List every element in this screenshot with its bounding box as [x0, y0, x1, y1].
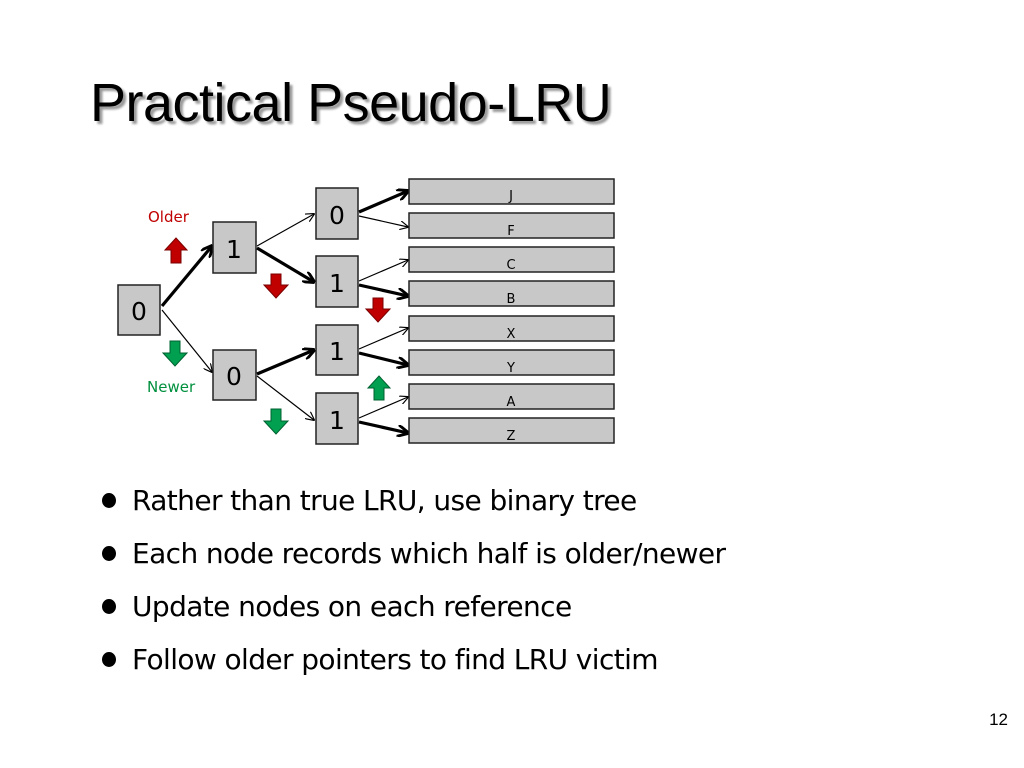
tree-node-level2-b: 1 — [315, 255, 359, 308]
edge-to-line-x — [358, 328, 408, 350]
tree-node-level1-lower-value: 0 — [226, 362, 242, 391]
cache-line-b: B — [408, 280, 615, 307]
edge-to-line-z — [358, 420, 408, 433]
cache-line-a: A — [408, 383, 615, 410]
edge-root-to-lower — [161, 309, 212, 372]
tree-node-level1-upper: 1 — [212, 221, 257, 274]
edge-l1b-to-l2c — [256, 350, 314, 376]
bullet-text: Follow older pointers to find LRU victim — [132, 643, 659, 676]
tree-node-root-value: 0 — [131, 297, 147, 326]
tree-node-root: 0 — [117, 284, 161, 336]
bullet-dot-icon — [102, 599, 116, 614]
tree-node-level1-lower: 0 — [212, 349, 257, 401]
bullet-item: Each node records which half is older/ne… — [98, 527, 726, 580]
edge-l1b-to-l2d — [256, 375, 314, 420]
page-number: 12 — [989, 710, 1008, 729]
tree-node-level2-c: 1 — [315, 324, 359, 376]
slide-title: Practical Pseudo-LRU — [90, 73, 612, 133]
cache-line-c-label: C — [506, 258, 515, 273]
cache-line-x: X — [408, 315, 615, 342]
newer-down-arrow-icon — [262, 408, 290, 435]
bullet-dot-icon — [102, 652, 116, 667]
newer-label: Newer — [147, 378, 196, 396]
cache-line-f-label: F — [507, 224, 514, 239]
edge-to-line-y — [358, 351, 408, 365]
newer-down-arrow-icon — [161, 340, 189, 367]
edge-root-to-upper — [160, 246, 212, 308]
bullet-text: Update nodes on each reference — [132, 590, 572, 623]
older-down-arrow-icon — [364, 297, 392, 323]
tree-node-level2-a-value: 0 — [329, 201, 345, 230]
cache-line-y: Y — [408, 349, 615, 376]
tree-node-level2-a: 0 — [315, 187, 359, 240]
tree-node-level2-d: 1 — [315, 392, 359, 445]
edge-to-line-f — [358, 215, 408, 227]
edge-to-line-a — [358, 397, 408, 419]
cache-line-x-label: X — [507, 327, 516, 342]
tree-node-level2-b-value: 1 — [329, 269, 345, 298]
bullet-item: Rather than true LRU, use binary tree — [98, 474, 725, 527]
edge-l1a-to-l2b — [256, 246, 314, 282]
edge-l1a-to-l2a — [256, 214, 314, 247]
bullet-item: Follow older pointers to find LRU victim — [98, 633, 725, 686]
bullet-item: Update nodes on each reference — [98, 580, 725, 633]
cache-line-z-label: Z — [507, 429, 516, 444]
edge-to-line-c — [358, 260, 408, 282]
cache-line-j: J — [408, 178, 615, 205]
older-down-arrow-icon — [262, 273, 290, 299]
cache-line-j-label: J — [508, 189, 513, 204]
cache-line-c: C — [408, 246, 615, 273]
cache-line-z: Z — [408, 417, 615, 444]
cache-line-a-label: A — [507, 395, 516, 410]
cache-line-y-label: Y — [506, 361, 515, 376]
cache-line-f: F — [408, 212, 615, 239]
tree-node-level2-d-value: 1 — [329, 406, 345, 435]
bullet-dot-icon — [102, 546, 116, 561]
newer-up-arrow-icon — [366, 375, 392, 401]
cache-line-b-label: B — [507, 292, 516, 307]
edge-to-line-j — [358, 191, 408, 214]
older-label: Older — [148, 208, 190, 226]
tree-node-level1-upper-value: 1 — [226, 235, 242, 264]
bullet-dot-icon — [102, 493, 116, 508]
bullet-text: Rather than true LRU, use binary tree — [132, 484, 637, 517]
edge-to-line-b — [358, 283, 408, 296]
older-up-arrow-icon — [163, 237, 189, 264]
tree-node-level2-c-value: 1 — [329, 337, 345, 366]
bullet-text: Each node records which half is older/ne… — [132, 537, 726, 570]
bullet-list: Rather than true LRU, use binary tree Ea… — [98, 474, 726, 686]
